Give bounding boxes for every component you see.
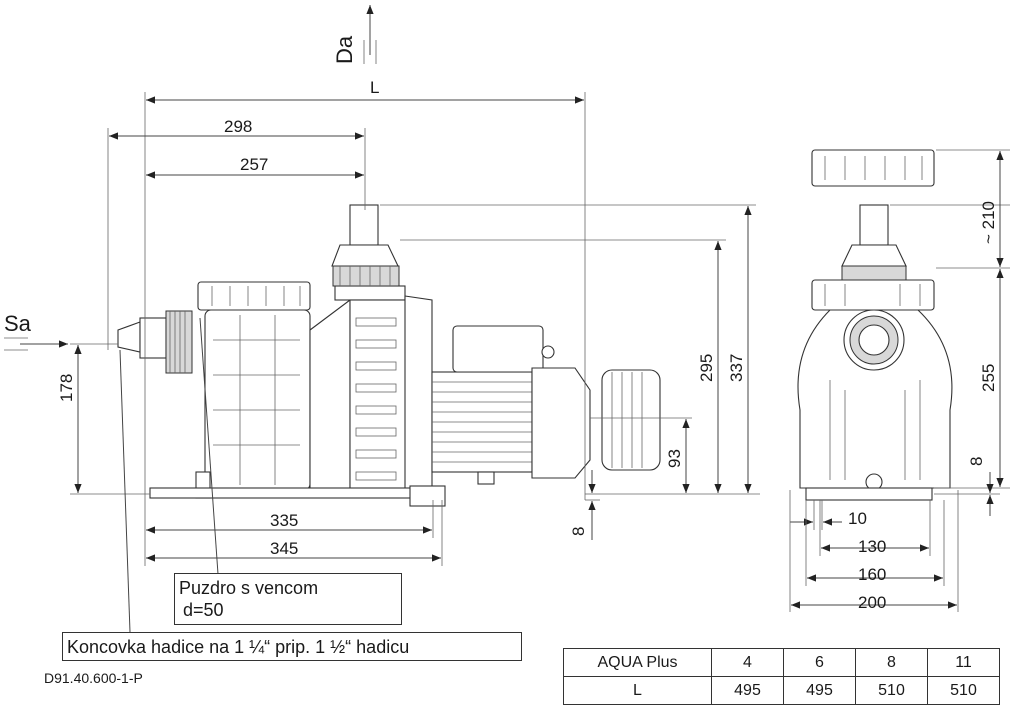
base-foot	[409, 485, 446, 507]
dim-298: 298	[224, 117, 252, 136]
drawing-number: D91.40.600-1-P	[44, 670, 143, 686]
base-plate	[149, 487, 441, 499]
dim-178: 178	[57, 374, 76, 402]
table-cell-model: 4	[711, 648, 784, 677]
discharge-tip	[349, 204, 379, 246]
dim-345: 345	[270, 539, 298, 558]
table-cell-length: 495	[711, 676, 784, 705]
front-inlet-bore	[858, 324, 890, 356]
table-cell-model: 6	[783, 648, 856, 677]
hose-end-fitting	[117, 321, 141, 353]
front-base	[805, 487, 933, 501]
dim-200: 200	[858, 593, 886, 612]
front-lid-removed	[811, 149, 935, 187]
callout-housing-diameter: d=50	[183, 600, 224, 620]
front-union-nut	[841, 265, 907, 281]
dim-210: ~ 210	[979, 201, 998, 244]
label-da: Da	[332, 35, 357, 64]
table-row-models: AQUA Plus 4 6 8 11	[563, 648, 1000, 677]
discharge-collar	[334, 285, 406, 301]
dim-160: 160	[858, 565, 886, 584]
table-cell-length: 510	[855, 676, 928, 705]
dim-295: 295	[697, 354, 716, 382]
discharge-cone	[331, 244, 399, 267]
fan-cover-ghost	[601, 369, 661, 471]
table-row-label: L	[563, 676, 712, 705]
dim-130: 130	[858, 537, 886, 556]
dim-93: 93	[665, 449, 684, 468]
front-discharge-tip	[859, 204, 889, 246]
dimension-lines	[4, 5, 1010, 633]
side-view-pump	[117, 204, 661, 507]
table-cell-model: 11	[927, 648, 1000, 677]
callout-housing-title: Puzdro s vencom	[179, 578, 319, 598]
dim-337: 337	[727, 354, 746, 382]
label-sa: Sa	[4, 311, 32, 336]
strainer-lid	[197, 281, 311, 311]
dimension-texts: Da Sa L 298 257 178 335 345 8 93 295 337…	[4, 35, 998, 612]
model-length-table: AQUA Plus 4 6 8 11 L 495 495 510 510	[563, 648, 1000, 705]
motor-flange	[404, 295, 433, 497]
table-header-label: AQUA Plus	[563, 648, 712, 677]
table-cell-model: 8	[855, 648, 928, 677]
table-row-length: L 495 495 510 510	[563, 676, 1000, 705]
front-housing	[797, 309, 953, 489]
inlet-socket	[139, 317, 167, 359]
table-cell-length: 510	[927, 676, 1000, 705]
front-lid	[811, 279, 935, 311]
front-view-pump	[797, 149, 953, 501]
pump-body	[349, 299, 411, 497]
dim-8-left: 8	[569, 527, 588, 536]
front-discharge-cone	[841, 244, 907, 267]
callout-hose-end-text: Koncovka hadice na 1 ¼“ prip. 1 ½“ hadic…	[67, 637, 410, 657]
motor-foot-bolt	[477, 471, 495, 485]
dim-10: 10	[848, 509, 867, 528]
discharge-union-nut	[332, 265, 400, 287]
dim-335: 335	[270, 511, 298, 530]
dim-255: 255	[979, 364, 998, 392]
dim-8-right: 8	[967, 457, 986, 466]
fan-cover	[531, 367, 591, 479]
dim-257: 257	[240, 155, 268, 174]
table-cell-length: 495	[783, 676, 856, 705]
strainer-body	[204, 309, 311, 491]
label-l: L	[370, 78, 379, 97]
callout-housing-ring: Puzdro s vencom d=50	[174, 573, 402, 625]
volute-transition	[309, 298, 351, 496]
cable-gland	[541, 345, 555, 359]
callout-hose-end: Koncovka hadice na 1 ¼“ prip. 1 ½“ hadic…	[62, 632, 522, 661]
terminal-box	[452, 325, 544, 373]
